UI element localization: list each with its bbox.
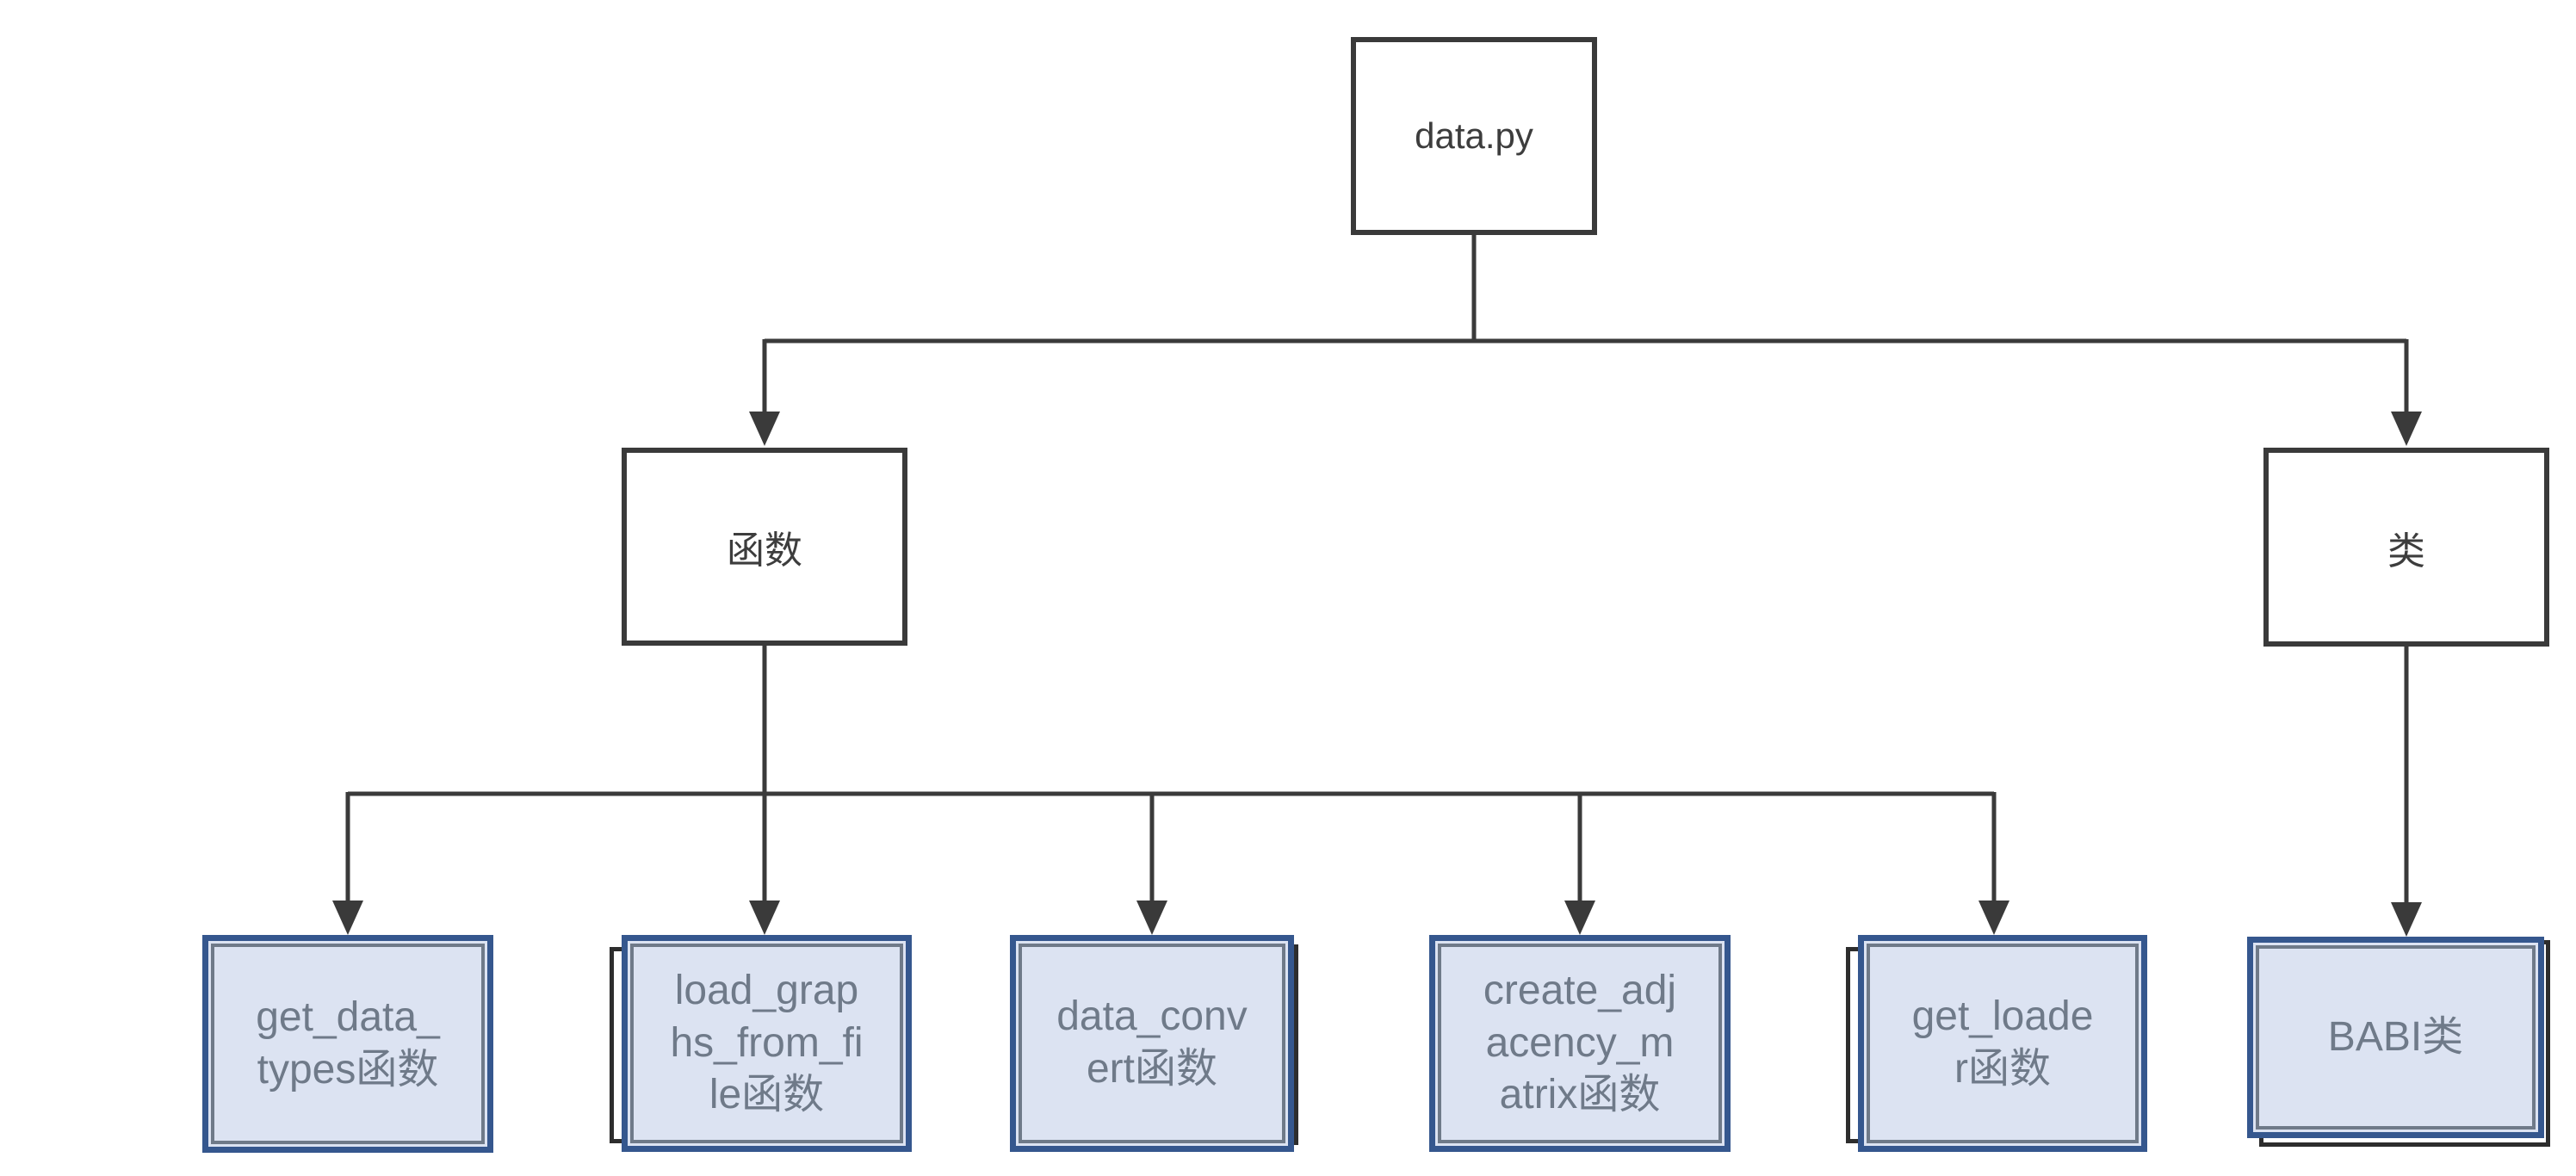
arrowhead-create-adjacency-matrix — [1564, 901, 1595, 935]
arrowhead-functions — [749, 412, 780, 446]
arrowhead-get-loader — [1978, 901, 2009, 935]
node-data-py-label: data.py — [1415, 115, 1533, 156]
node-get-loader-frame: get_loade r函数 — [1867, 944, 2139, 1143]
arrowhead-data-convert — [1136, 901, 1167, 935]
node-babi-label: BABI类 — [2327, 1013, 2464, 1060]
node-get-data-types-frame: get_data_ types函数 — [211, 944, 485, 1144]
node-functions-label: 函数 — [727, 529, 802, 572]
node-get-loader[interactable]: get_loade r函数 — [1858, 935, 2147, 1152]
arrowhead-babi — [2391, 902, 2422, 937]
node-data-convert[interactable]: data_conv ert函数 — [1010, 935, 1294, 1152]
arrowhead-classes — [2391, 412, 2422, 446]
node-get-data-types[interactable]: get_data_ types函数 — [202, 935, 493, 1153]
arrowhead-get-data-types — [332, 901, 363, 935]
node-classes-label: 类 — [2387, 529, 2425, 573]
arrowhead-load-graphs-from-file — [749, 901, 780, 935]
node-babi[interactable]: BABI类 — [2247, 937, 2544, 1138]
node-create-adjacency-matrix-frame: create_adj acency_m atrix函数 — [1438, 944, 1722, 1143]
node-get-loader-label: get_loade r函数 — [1911, 993, 2094, 1092]
node-get-data-types-label: get_data_ types函数 — [256, 993, 440, 1092]
node-load-graphs-from-file[interactable]: load_grap hs_from_fi le函数 — [622, 935, 912, 1152]
node-data-py[interactable]: data.py — [1351, 37, 1597, 235]
node-babi-frame: BABI类 — [2256, 945, 2536, 1130]
node-classes[interactable]: 类 — [2263, 448, 2549, 647]
node-data-convert-frame: data_conv ert函数 — [1019, 944, 1285, 1143]
node-data-convert-label: data_conv ert函数 — [1056, 993, 1248, 1092]
node-create-adjacency-matrix-label: create_adj acency_m atrix函数 — [1483, 967, 1677, 1118]
node-load-graphs-from-file-label: load_grap hs_from_fi le函数 — [670, 967, 864, 1118]
node-load-graphs-from-file-frame: load_grap hs_from_fi le函数 — [630, 944, 903, 1143]
node-create-adjacency-matrix[interactable]: create_adj acency_m atrix函数 — [1429, 935, 1731, 1152]
node-functions[interactable]: 函数 — [622, 448, 907, 646]
